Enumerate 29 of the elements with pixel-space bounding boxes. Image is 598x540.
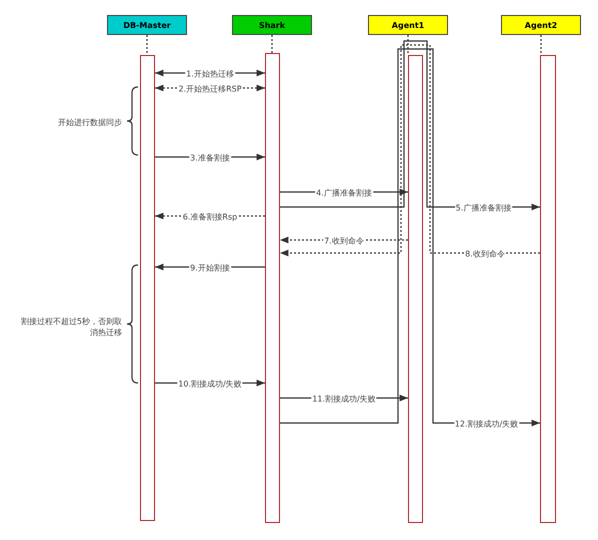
edge-label: 7.收到命令	[323, 236, 365, 246]
participant-box: Agent1	[368, 15, 448, 35]
lifeline	[540, 35, 542, 55]
note-text: 开始进行数据同步	[57, 117, 122, 128]
edge-label: 1.开始热迁移	[185, 70, 235, 78]
participant-box: Shark	[232, 15, 312, 35]
edge-label: 12.割接成功/失败	[454, 420, 520, 428]
edge-label: 10.割接成功/失败	[177, 380, 243, 388]
edge-label: 5.广播准备割接	[454, 204, 512, 212]
reply-arrow	[280, 44, 540, 256]
edge-label: 4.广播准备割接	[315, 188, 373, 198]
edge-label: 3.准备割接	[189, 154, 231, 162]
participant-box: Agent2	[501, 15, 581, 35]
edge-label: 6.准备割接Rsp	[182, 212, 238, 222]
activation-bar	[265, 53, 280, 523]
lifeline	[146, 35, 148, 55]
edge-label: 8.收到命令	[464, 250, 506, 258]
message-arrow	[280, 40, 540, 210]
activation-bar	[540, 55, 556, 523]
edge-label: 11.割接成功/失败	[311, 394, 377, 404]
lifeline	[407, 35, 409, 55]
edge-label: 9.开始割接	[189, 264, 231, 272]
note-text: 割接过程不超过5秒，否则取消热迁移	[20, 316, 122, 338]
lifeline	[271, 35, 273, 53]
activation-bar	[408, 55, 423, 523]
activation-bar	[140, 55, 155, 521]
message-arrow	[280, 48, 540, 426]
participant-box: DB-Master	[107, 15, 187, 35]
edge-label: 2.开始热迁移RSP	[177, 84, 243, 94]
